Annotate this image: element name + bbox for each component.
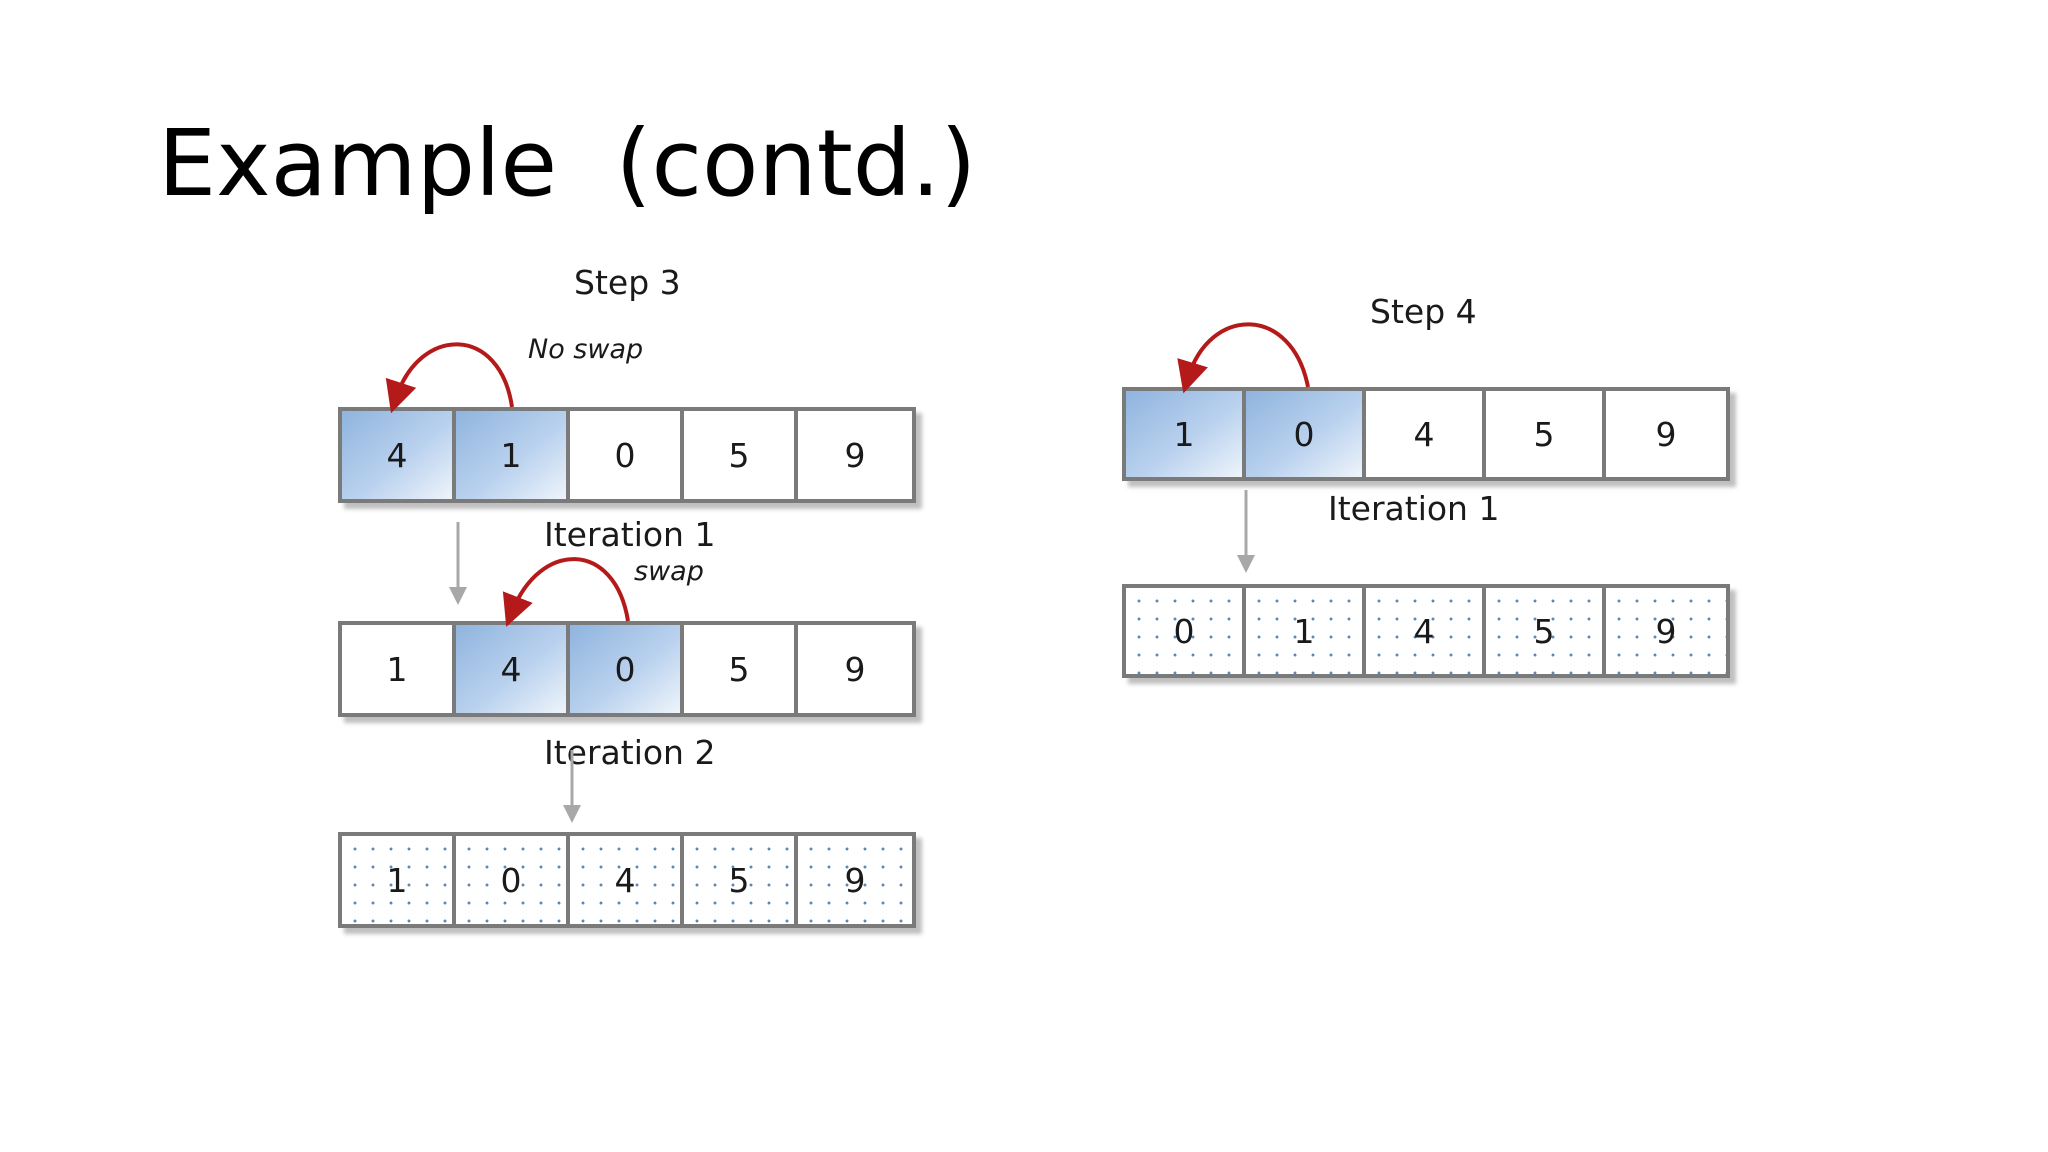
cell: 0 (570, 411, 684, 499)
cell: 0 (1246, 391, 1366, 477)
cell: 4 (456, 625, 570, 713)
cell: 1 (342, 836, 456, 924)
cell: 9 (1606, 588, 1726, 674)
step3-iteration1-label: Iteration 1 (544, 515, 716, 554)
cell: 1 (342, 625, 456, 713)
step4-heading: Step 4 (1370, 292, 1477, 331)
cell: 1 (1246, 588, 1366, 674)
step3-row3: 1 0 4 5 9 (338, 832, 916, 928)
cell: 5 (684, 836, 798, 924)
cell: 9 (1655, 414, 1677, 454)
cell: 9 (844, 649, 866, 689)
cell: 4 (1366, 588, 1486, 674)
step4-row2: 0 1 4 5 9 (1122, 584, 1730, 678)
cell: 0 (456, 836, 570, 924)
step3-row1: 4 1 0 5 9 (338, 407, 916, 503)
cell: 4 (342, 411, 456, 499)
cell: 9 (844, 435, 866, 475)
cell: 1 (1126, 391, 1246, 477)
cell: 9 (798, 836, 912, 924)
swap-curved-arrow (502, 557, 630, 627)
step4-row1: 1 0 4 5 9 (1122, 387, 1730, 481)
slide-title: Example (contd.) (158, 110, 977, 217)
cell: 1 (456, 411, 570, 499)
step4-curved-arrow (1177, 322, 1310, 394)
no-swap-curved-arrow (385, 342, 514, 414)
cell: 4 (1366, 391, 1486, 477)
step4-iteration1-label: Iteration 1 (1328, 489, 1500, 528)
cell: 0 (1126, 588, 1246, 674)
cell: 5 (1486, 588, 1606, 674)
step3-no-swap-note: No swap (528, 334, 644, 365)
step3-row2: 1 4 0 5 9 (338, 621, 916, 717)
cell: 5 (684, 625, 798, 713)
cell: 5 (684, 411, 798, 499)
cell: 4 (570, 836, 684, 924)
step3-heading: Step 3 (574, 263, 681, 302)
cell: 0 (570, 625, 684, 713)
cell: 5 (1486, 391, 1606, 477)
step3-swap-note: swap (634, 556, 704, 587)
